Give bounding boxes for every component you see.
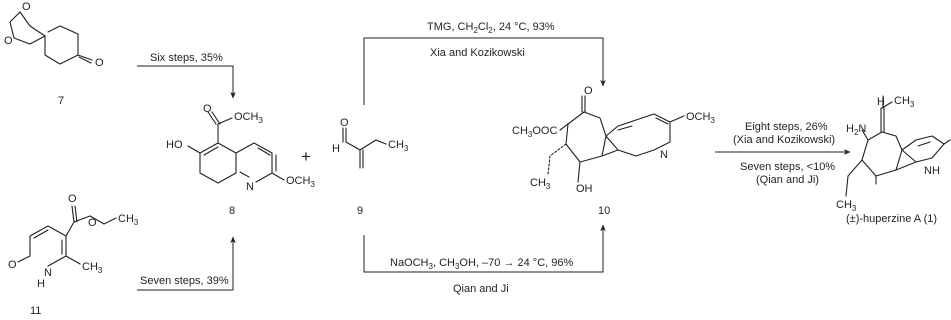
huperzine-name: (±)-huperzine A (1) (846, 213, 937, 225)
c8-ring-n: N (246, 181, 254, 193)
c8-methoxy-sub: 3 (310, 180, 315, 189)
c8-ester-sub: 3 (258, 116, 263, 125)
c7-ring-o2: O (4, 35, 13, 47)
c9-hydrogen: H (332, 143, 340, 155)
c11-ester-o2: O (88, 217, 97, 229)
hup-amine-n: N (858, 123, 866, 135)
c10-ester: CH3OOC (512, 125, 557, 139)
c9-oxygen: O (340, 117, 349, 129)
hup-methyl-top-sub: 3 (910, 100, 915, 109)
compound-10-number: 10 (598, 205, 610, 217)
c10-methyl-sub: 3 (546, 182, 551, 191)
bottom-conditions: NaOCH3, CH3OH, –70 → 24 °C, 96% (390, 257, 573, 271)
svg-text:CH3: CH3 (836, 199, 857, 213)
arrow-7-to-8 (137, 65, 236, 99)
arrow-top-9-to-10 (363, 37, 606, 105)
c7-ring-o1: O (22, 1, 31, 13)
bottom-authors: Qian and Ji (453, 283, 509, 295)
compound-11-structure (17, 205, 117, 267)
svg-text:CH3: CH3 (530, 177, 551, 191)
final-bottom-line1: Seven steps, <10% (740, 161, 835, 173)
c8-ester: OCH (234, 111, 259, 123)
compound-8-number: 8 (229, 205, 235, 217)
compound-11-number: 11 (30, 305, 41, 317)
svg-text:H2N: H2N (846, 123, 866, 137)
hup-methyl-bottom: CH (836, 199, 852, 211)
hup-amine: H (846, 123, 854, 135)
svg-text:OCH3: OCH3 (286, 175, 315, 189)
c10-methoxy-sub: 3 (710, 116, 715, 125)
c8-carbonyl-o: O (203, 103, 212, 115)
compound-8-structure (187, 111, 285, 184)
c10-methoxy: OCH (686, 111, 711, 123)
arrow-11-to-8 (137, 236, 236, 291)
arrow-7-label: Six steps, 35% (150, 52, 223, 64)
c11-ring-n: N (44, 267, 52, 279)
svg-text:OCH3: OCH3 (686, 111, 715, 125)
huperzine-structure (845, 95, 951, 197)
svg-text:CH3: CH3 (82, 261, 103, 275)
c9-methyl: CH (388, 139, 404, 151)
c10-hydroxy: OH (576, 183, 593, 195)
plus-sign: + (301, 147, 311, 166)
svg-text:OCH3: OCH3 (234, 111, 263, 125)
hup-methyl-top: CH (894, 95, 910, 107)
c10-ring-n: N (660, 149, 668, 161)
c11-ethyl-sub: 3 (134, 218, 139, 227)
top-authors: Xia and Kozikowski (430, 47, 525, 59)
c10-methyl: CH (530, 177, 546, 189)
final-top-line2: (Xia and Kozikowski) (733, 134, 835, 146)
compound-7-number: 7 (58, 95, 64, 107)
c11-ethyl: CH (118, 213, 134, 225)
svg-text:CH3: CH3 (894, 95, 915, 109)
compound-10-structure (547, 95, 685, 183)
c11-nh: H (37, 278, 45, 290)
c11-methyl-sub: 3 (98, 266, 103, 275)
final-bottom-line2: (Qian and Ji) (756, 174, 819, 186)
hup-methyl-bottom-sub: 3 (852, 204, 857, 213)
c9-methyl-sub: 3 (404, 144, 409, 153)
compound-9-number: 9 (357, 205, 363, 217)
hup-amine-sub: 2 (854, 128, 859, 137)
hup-h: H (877, 96, 885, 108)
c11-ester-o: O (68, 193, 77, 205)
compound-9-structure (342, 127, 387, 169)
c7-keto-o: O (95, 57, 104, 69)
svg-text:CH3: CH3 (388, 139, 409, 153)
arrow-11-label: Seven steps, 39% (140, 275, 229, 287)
c8-hydroxy: HO (166, 139, 183, 151)
compound-7-structure: O O O (4, 1, 104, 69)
c11-keto-o: O (8, 259, 17, 271)
hup-nh: NH (924, 165, 940, 177)
c10-keto: O (584, 85, 593, 97)
c8-methoxy: OCH (286, 175, 311, 187)
top-conditions: TMG, CH2Cl2, 24 °C, 93% (427, 21, 555, 35)
svg-text:CH3: CH3 (118, 213, 139, 227)
c11-methyl: CH (82, 261, 98, 273)
final-top-line1: Eight steps, 26% (745, 121, 828, 133)
arrow-bottom-9-to-10 (363, 224, 606, 273)
